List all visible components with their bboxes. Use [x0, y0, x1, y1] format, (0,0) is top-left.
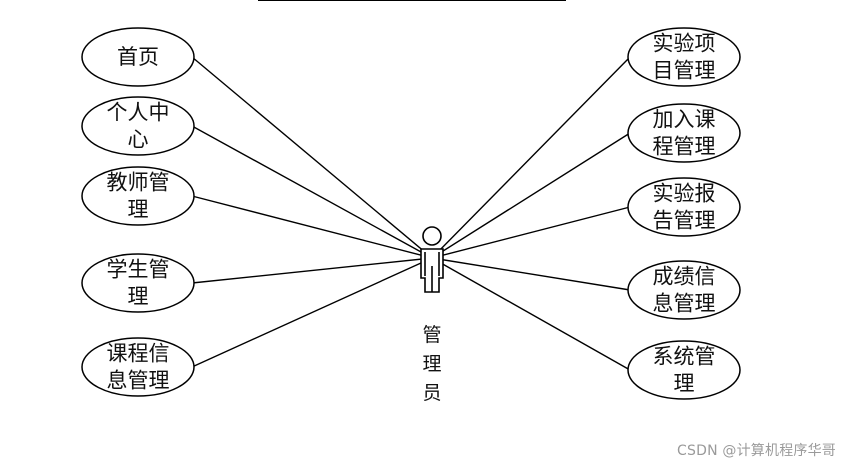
association-line-right-1 [431, 56, 631, 259]
actor-figure [420, 226, 444, 293]
use-case-label-line: 课程信 [107, 342, 170, 366]
use-case-label-line: 目管理 [653, 59, 716, 83]
use-case-ellipse [627, 177, 741, 237]
association-line-right-3 [431, 206, 631, 259]
association-line-left-5 [191, 257, 433, 368]
association-line-left-1 [191, 56, 433, 259]
association-line-left-3 [191, 195, 433, 259]
use-case-label-line: 实验项 [653, 32, 716, 56]
use-case-ellipse [81, 27, 195, 87]
actor-head [422, 226, 442, 246]
use-case-label-line: 息管理 [107, 369, 170, 393]
use-case-ellipse [81, 96, 195, 156]
use-case-ellipse [627, 340, 741, 400]
use-case-label-line: 成绩信 [653, 265, 716, 289]
association-line-right-2 [431, 132, 631, 259]
use-case-label-line: 理 [128, 198, 149, 222]
actor-name-char-2: 理 [422, 353, 441, 375]
use-case-ellipse [627, 27, 741, 87]
use-case-left-1: 首页 [81, 27, 195, 87]
association-line-right-5 [431, 257, 631, 371]
use-cases: 首页个人中心教师管理学生管理课程信息管理实验项目管理加入课程管理实验报告管理成绩… [81, 27, 741, 400]
use-case-label-line: 系统管 [653, 345, 716, 369]
use-case-ellipse [81, 337, 195, 397]
use-case-ellipse [81, 253, 195, 313]
actor-name-char-1: 管 [422, 324, 441, 346]
association-line-left-2 [191, 125, 433, 259]
watermark: CSDN @计算机程序华哥 [677, 443, 836, 459]
use-case-label-line: 学生管 [107, 258, 170, 282]
use-case-label-line: 理 [128, 285, 149, 309]
use-case-label-line: 加入课 [653, 108, 716, 132]
association-lines [191, 56, 631, 371]
use-case-label-line: 息管理 [653, 292, 716, 316]
use-case-ellipse [627, 103, 741, 163]
use-case-label-line: 程管理 [653, 135, 716, 159]
actor-name-char-3: 员 [422, 382, 441, 404]
use-case-label-line: 理 [674, 372, 695, 396]
use-case-label-line: 告管理 [653, 209, 716, 233]
use-case-ellipse [81, 166, 195, 226]
use-case-label-line: 实验报 [653, 182, 716, 206]
use-case-label-line: 教师管 [107, 171, 170, 195]
association-line-right-4 [431, 257, 631, 291]
use-case-label-line: 心 [128, 128, 149, 152]
use-case-label-line: 个人中 [107, 101, 170, 125]
actor-name: 管 理 员 [422, 324, 441, 404]
use-case-ellipse [627, 260, 741, 320]
association-line-left-4 [191, 257, 433, 284]
use-case-label-line: 首页 [117, 45, 159, 69]
